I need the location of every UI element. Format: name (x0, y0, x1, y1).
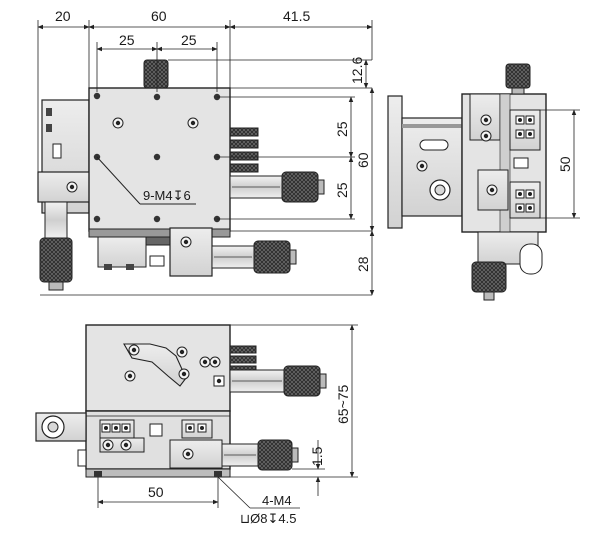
dim-width-left: 20 (55, 8, 71, 24)
dim-hole-v-2: 25 (334, 182, 350, 198)
left-block-screws (46, 108, 62, 159)
dim-width-right: 41.5 (283, 8, 310, 24)
dim-total-height: 65~75 (335, 384, 351, 424)
dim-width-body: 60 (151, 8, 167, 24)
tapped-holes-note: 9-M4↧6 (143, 188, 191, 203)
lower-micrometer-knob-icon (253, 240, 291, 274)
lower-clamp-block (169, 227, 213, 277)
dim-base-offset: 1.5 (309, 446, 325, 466)
dim-hole-spacing-1: 25 (119, 32, 135, 48)
dim-body-height: 60 (355, 152, 371, 168)
front-lower-micrometer-knob-icon (257, 439, 293, 471)
side-micrometer-knob-icon (471, 261, 507, 293)
lower-clamp-screw-icon (180, 236, 192, 248)
upper-micrometer-knob-icon (281, 171, 319, 203)
left-micrometer-barrel (44, 201, 68, 239)
side-dim-height: 50 (557, 156, 573, 172)
counterbore-note: ⊔Ø8↧4.5 (240, 511, 296, 526)
dim-base-holes: 50 (148, 484, 164, 500)
top-view: 9-M4↧6 (37, 8, 375, 296)
left-micrometer-knob-icon (39, 237, 73, 283)
dim-hole-v-1: 25 (334, 121, 350, 137)
front-upper-micrometer-knob-icon (283, 365, 321, 397)
front-view-upper-body (85, 324, 231, 412)
front-view: 65~75 1.5 50 4-M4 ⊔Ø8↧4.5 (35, 324, 358, 526)
side-view: 50 (387, 63, 580, 301)
clamp-screw-icon (66, 181, 78, 193)
dim-bottom-extension: 28 (355, 256, 371, 272)
top-view-body (88, 87, 231, 232)
dim-hole-spacing-2: 25 (181, 32, 197, 48)
mount-holes-note: 4-M4 (262, 493, 292, 508)
side-top-knob-icon (505, 63, 531, 89)
top-knob-icon (143, 59, 169, 89)
dim-top-offset: 12.6 (349, 57, 365, 84)
